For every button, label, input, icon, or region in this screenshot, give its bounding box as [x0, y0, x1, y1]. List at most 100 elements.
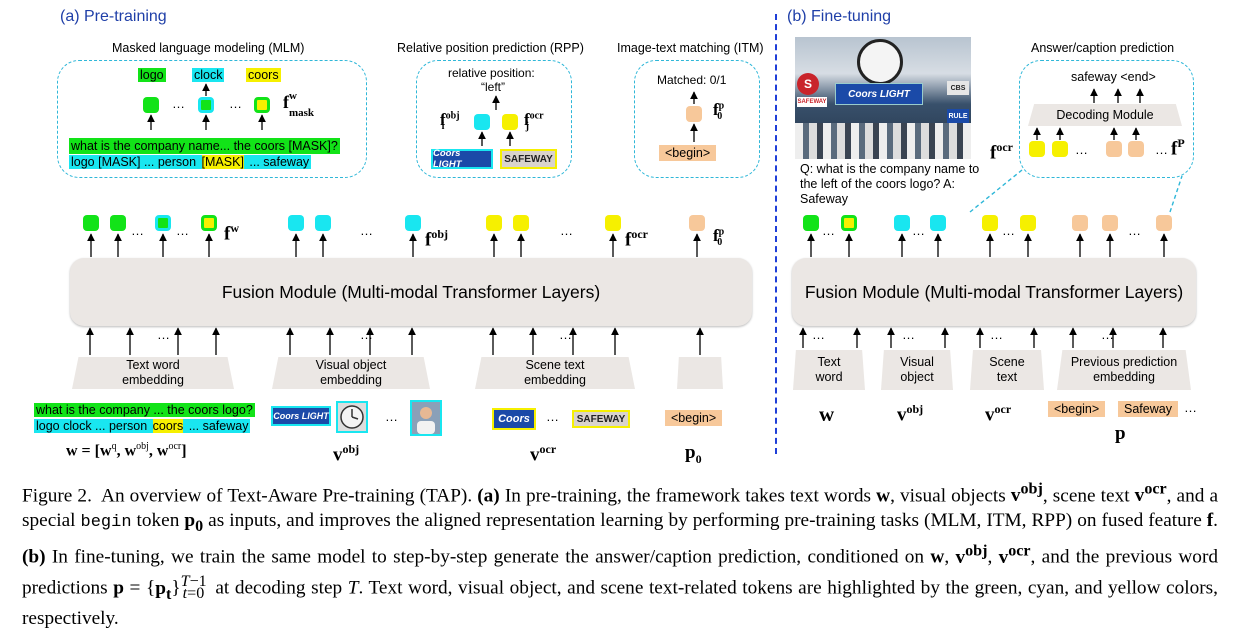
pretraining-title: (a) Pre-training	[60, 8, 167, 25]
ft-out-obj2	[930, 215, 946, 231]
mlm-feature: fwmask	[283, 90, 315, 119]
mlm-dots-2: …	[229, 96, 242, 111]
ft-begin-token: <begin>	[1048, 401, 1106, 417]
scoreboard-s: S	[797, 73, 819, 95]
ft-out-w2	[841, 215, 857, 231]
pt-obj-dots: …	[385, 409, 398, 424]
ft-w: w	[819, 402, 835, 426]
mlm-dots-1: …	[172, 96, 185, 111]
pt-out-dots1: …	[131, 223, 144, 238]
pt-obj-logo: Coors LIGHT	[271, 406, 331, 426]
pt-out-w4	[201, 215, 217, 231]
pt-out-ocr2	[513, 215, 529, 231]
pt-f-p: fp0	[713, 226, 725, 249]
rpp-f-obj: fobji	[440, 110, 460, 133]
pt-out-obj3	[405, 215, 421, 231]
ft-in-dots4: …	[1101, 327, 1114, 342]
mlm-token-1	[143, 97, 159, 113]
ft-out-dots1: …	[822, 223, 835, 238]
pt-person-image	[410, 400, 442, 436]
pt-out-ocr3	[605, 215, 621, 231]
ft-dec-ocr2	[1052, 141, 1068, 157]
ft-out-dots4: …	[1128, 223, 1141, 238]
pt-f-ocr: focr	[625, 227, 648, 251]
ft-prev-embedding-l2: embedding	[1093, 370, 1155, 384]
mlm-text: what is the company name... the coors [M…	[69, 138, 340, 170]
ft-prev-embedding-l1: Previous prediction	[1070, 355, 1178, 369]
arrow-layer	[86, 83, 1183, 355]
itm-box	[634, 60, 760, 178]
caption-intro: An overview of Text-Aware Pre-training (…	[101, 485, 473, 507]
ft-visual-embedding-l2: object	[900, 370, 934, 384]
ft-answer-box	[1019, 60, 1194, 178]
pt-text-embedding-l1: Text word	[126, 358, 180, 372]
stadium-photo: S SAFEWAY Coors LIGHT CBS RULE	[795, 37, 971, 159]
rpp-f-ocr: focrj	[524, 110, 544, 133]
pt-out-dots2: …	[176, 223, 189, 238]
dashed-connector-59	[1169, 175, 1183, 213]
pt-f-w: fw	[224, 221, 239, 245]
itm-matched: Matched: 0/1	[657, 73, 727, 87]
finetuning-title: (b) Fine-tuning	[787, 8, 892, 25]
pt-scene-embedding-l1: Scene text	[525, 358, 585, 372]
mlm-token-3	[254, 97, 270, 113]
pt-in-dots2: …	[360, 327, 373, 342]
mlm-text-line2-pre: logo [MASK] ... person	[69, 155, 202, 169]
mlm-word-clock: clock	[192, 68, 225, 82]
section-separator	[775, 14, 777, 454]
pt-out-w3	[155, 215, 171, 231]
ft-f-ocr: focr	[990, 140, 1013, 164]
pt-p0: p0	[685, 442, 702, 466]
ft-dec-dots2: …	[1155, 142, 1168, 157]
itm-title: Image-text matching (ITM)	[617, 41, 764, 55]
pt-out-p	[689, 215, 705, 231]
pt-input-text: what is the company ... the coors logo? …	[34, 402, 255, 434]
mlm-text-line2-mid: [MASK]	[201, 155, 244, 169]
pt-ocr-safeway: SAFEWAY	[572, 410, 630, 428]
scoreboard-rule: RULE	[947, 109, 969, 123]
pt-input-line2-post: ... safeway	[183, 419, 251, 433]
mlm-text-line2-post: ... safeway	[243, 155, 312, 169]
players-crowd	[795, 123, 971, 159]
ft-dec-dots1: …	[1075, 142, 1088, 157]
caption-fig: Figure 2.	[22, 485, 92, 507]
diagram: (a) Pre-training (b) Fine-tuning Masked …	[34, 8, 1197, 466]
pt-in-dots3: …	[559, 327, 572, 342]
ft-scene-embedding-l2: text	[996, 370, 1018, 384]
stadium-clock-icon	[857, 39, 903, 85]
figure-caption: Figure 2. An overview of Text-Aware Pre-…	[22, 481, 1219, 629]
pt-out-obj1	[288, 215, 304, 231]
pt-input-line2-mid: coors	[152, 419, 184, 433]
ft-scene-embedding-l1: Scene	[989, 355, 1025, 369]
ft-out-p2	[1102, 215, 1118, 231]
pt-f-obj: fobj	[425, 227, 448, 251]
pt-begin-token: <begin>	[665, 410, 723, 426]
pt-in-dots1: …	[157, 327, 170, 342]
rpp-box	[416, 60, 572, 178]
ft-in-dots3: …	[990, 327, 1003, 342]
mlm-title: Masked language modeling (MLM)	[112, 41, 305, 55]
mlm-token-2	[198, 97, 214, 113]
ft-dec-ocr1	[1029, 141, 1045, 157]
ft-out-p3	[1156, 215, 1172, 231]
ft-answer-title: Answer/caption prediction	[1031, 41, 1175, 55]
ft-out-obj1	[894, 215, 910, 231]
scoreboard-safeway: SAFEWAY	[797, 97, 827, 107]
ft-vobj: vobj	[897, 402, 924, 426]
mlm-box	[57, 60, 367, 178]
pt-visual-embedding-l1: Visual object	[315, 358, 387, 372]
scoreboard-cbs: CBS	[947, 81, 969, 95]
ft-out-dots3: …	[1002, 223, 1015, 238]
ft-visual-embedding-l1: Visual	[900, 355, 934, 369]
ft-dec-p1	[1106, 141, 1122, 157]
pt-out-w1	[83, 215, 99, 231]
ft-text-embedding-l2: word	[815, 370, 843, 384]
ft-out-ocr2	[1020, 215, 1036, 231]
rpp-safeway-logo: SAFEWAY	[500, 149, 557, 169]
ft-p: p	[1115, 423, 1126, 444]
ft-fusion-module: Fusion Module (Multi-modal Transformer L…	[792, 258, 1196, 326]
